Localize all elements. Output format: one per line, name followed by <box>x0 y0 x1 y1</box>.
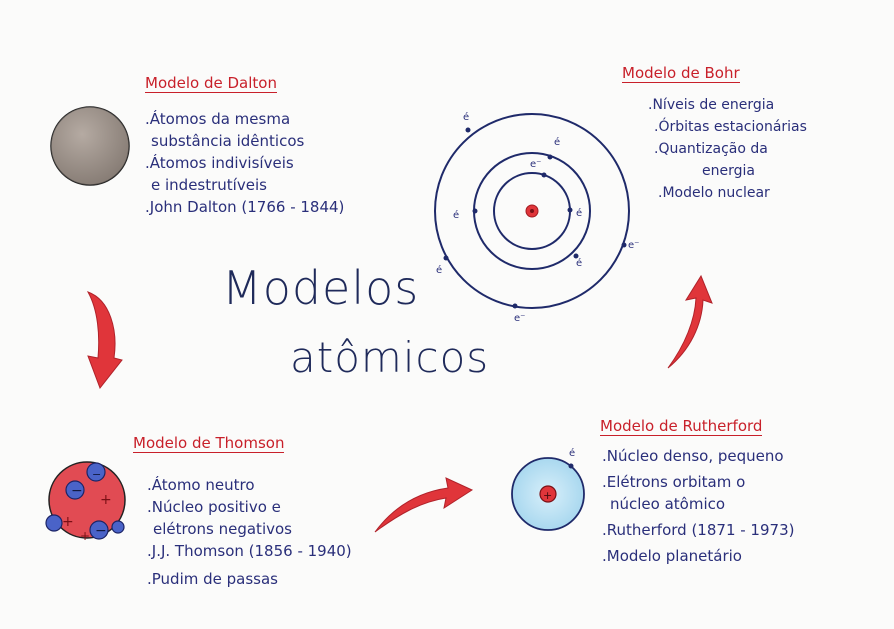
bohr-line: .Níveis de energia <box>648 97 775 113</box>
svg-text:−: − <box>71 483 83 499</box>
electron-label: é <box>453 210 460 221</box>
svg-text:−: − <box>95 523 107 539</box>
arrow-up-right <box>667 274 713 369</box>
dalton-line: .Átomos indivisíveis <box>145 154 294 172</box>
svg-text:+: + <box>100 492 112 508</box>
thomson-notes: .Átomo neutro .Núcleo positivo e elétron… <box>147 474 352 590</box>
electron-label: e⁻ <box>628 240 640 251</box>
thomson-line: .Átomo neutro <box>147 476 255 494</box>
electron-label: é <box>569 448 576 459</box>
thomson-line: .Pudim de passas <box>147 570 278 588</box>
electron-label: é <box>463 112 470 123</box>
bohr-model <box>434 113 630 309</box>
electron-label: é <box>436 265 443 276</box>
dalton-notes: .Átomos da mesma substância idênticos .Á… <box>145 108 344 218</box>
svg-text:+: + <box>543 489 552 502</box>
electron-label: e⁻ <box>530 159 542 170</box>
thomson-heading: Modelo de Thomson <box>128 434 291 454</box>
bohr-notes: .Níveis de energia .Órbitas estacionária… <box>648 94 807 204</box>
dalton-line: substância idênticos <box>151 132 305 150</box>
thomson-line: elétrons negativos <box>153 520 292 538</box>
page-title-line1: Modelos <box>222 261 420 315</box>
bohr-line: .Quantização da <box>654 141 768 157</box>
page-title-line2: atômicos <box>290 333 490 382</box>
dalton-sphere <box>50 106 130 186</box>
electron-label: é <box>576 258 583 269</box>
svg-text:−: − <box>92 468 101 481</box>
arrow-right <box>374 477 474 533</box>
rutherford-line: .Elétrons orbitam o <box>602 473 746 491</box>
electron-label: é <box>554 137 561 148</box>
dalton-line: .John Dalton (1766 - 1844) <box>145 198 345 216</box>
thomson-model: − − − + + + <box>45 461 126 543</box>
svg-text:+: + <box>62 514 74 530</box>
bohr-line: .Órbitas estacionárias <box>654 119 807 135</box>
dalton-heading: Modelo de Dalton <box>141 74 283 94</box>
rutherford-line: .Modelo planetário <box>602 547 742 565</box>
rutherford-heading: Modelo de Rutherford <box>595 417 769 437</box>
rutherford-line: .Rutherford (1871 - 1973) <box>602 521 795 539</box>
thomson-line: .J.J. Thomson (1856 - 1940) <box>147 542 352 560</box>
rutherford-model: + <box>511 457 585 531</box>
arrow-down-left <box>86 291 123 390</box>
bohr-line: energia <box>702 163 755 179</box>
svg-text:+: + <box>80 529 90 543</box>
rutherford-line: .Núcleo denso, pequeno <box>602 447 784 465</box>
electron-label: é <box>576 208 583 219</box>
bohr-heading: Modelo de Bohr <box>618 64 746 84</box>
rutherford-notes: .Núcleo denso, pequeno .Elétrons orbitam… <box>602 445 794 567</box>
dalton-line: e indestrutíveis <box>151 176 267 194</box>
bohr-line: .Modelo nuclear <box>658 185 770 201</box>
rutherford-line: núcleo atômico <box>610 495 726 513</box>
electron-label: e⁻ <box>514 313 526 324</box>
dalton-line: .Átomos da mesma <box>145 110 291 128</box>
thomson-line: .Núcleo positivo e <box>147 498 281 516</box>
